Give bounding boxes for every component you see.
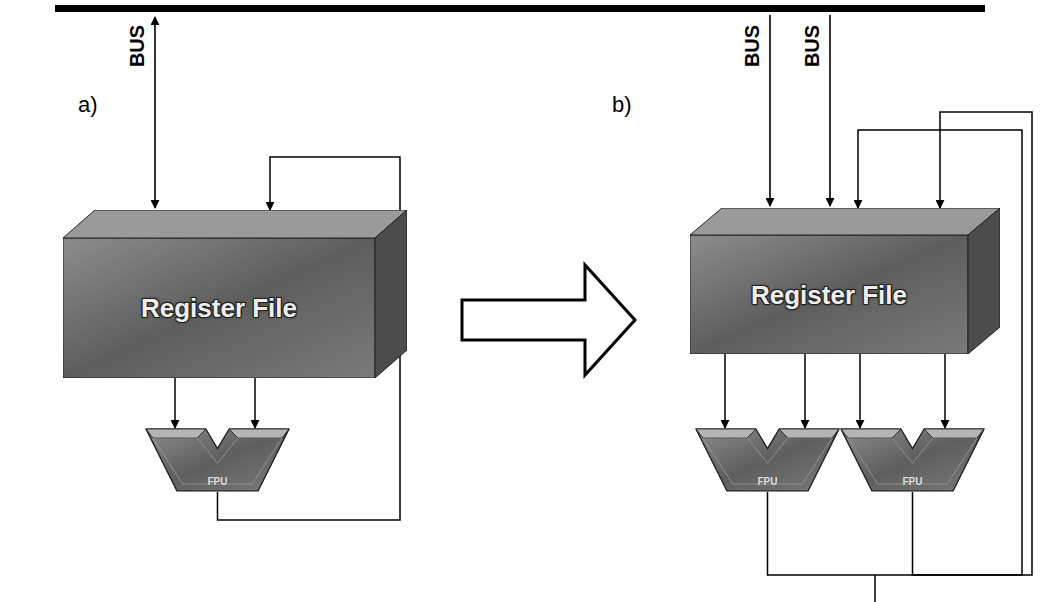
panel-label: b)	[612, 92, 632, 118]
box-title: Register File	[749, 281, 909, 309]
data-path	[944, 354, 946, 428]
bus-arrow	[769, 15, 771, 206]
top-rule	[55, 5, 985, 12]
unit-label: FPU	[758, 476, 778, 487]
bus-label: BUS	[126, 25, 149, 67]
unit-label: FPU	[208, 476, 228, 487]
data-path	[859, 354, 861, 428]
bus-arrow	[154, 17, 156, 208]
output-wire	[874, 575, 876, 602]
transition-arrow	[462, 265, 635, 375]
fpu-unit: FPU	[840, 428, 985, 492]
data-path	[804, 354, 806, 428]
bus-label: BUS	[801, 25, 824, 67]
data-path	[254, 378, 256, 428]
register-file-box: Register File	[63, 210, 407, 378]
fpu-unit: FPU	[695, 428, 840, 492]
fpu-unit: FPU	[145, 428, 290, 492]
bus-label: BUS	[741, 25, 764, 67]
unit-label: FPU	[903, 476, 923, 487]
bus-arrow	[829, 15, 831, 206]
data-path	[724, 354, 726, 428]
register-file-box: Register File	[690, 208, 1000, 354]
panel-label: a)	[78, 92, 98, 118]
box-title: Register File	[139, 294, 299, 322]
data-path	[174, 378, 176, 428]
